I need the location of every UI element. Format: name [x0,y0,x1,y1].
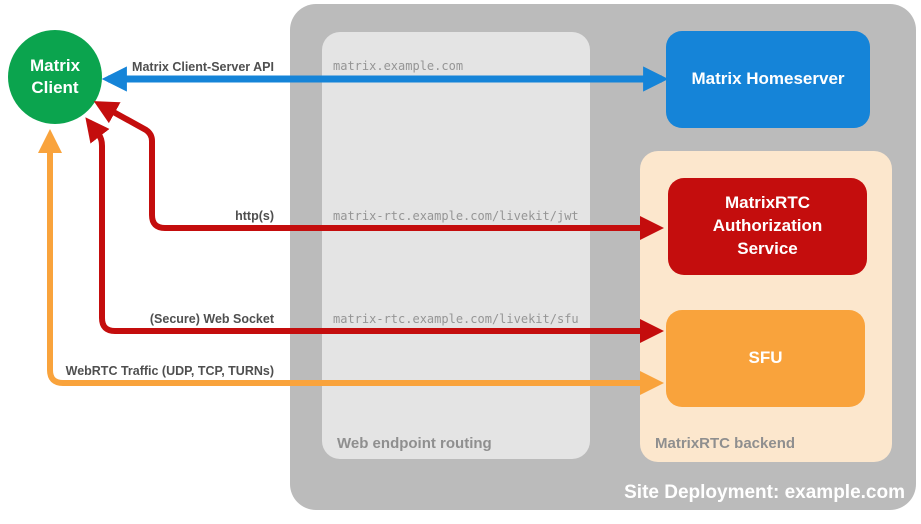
endpoint-url-homeserver: matrix.example.com [333,59,464,73]
endpoint-url-sfu: matrix-rtc.example.com/livekit/sfu [333,312,579,326]
web-endpoint-routing-container [322,32,590,459]
matrix-homeserver-label: Matrix Homeserver [691,69,845,89]
http-arrow-label: http(s) [235,209,274,223]
matrixrtc-authorization-service-label: MatrixRTC Authorization Service [712,193,823,258]
sfu-node: SFU [666,310,865,407]
web-endpoint-routing-caption: Web endpoint routing [337,435,492,452]
matrix-homeserver-node: Matrix Homeserver [666,31,870,128]
matrix-client-label: Matrix Client [29,55,81,97]
matrixrtc-backend-caption: MatrixRTC backend [655,435,796,452]
site-deployment-caption: Site Deployment: example.com [624,482,905,503]
sfu-label: SFU [748,348,783,368]
matrixrtc-authorization-service-node: MatrixRTC Authorization Service [668,178,867,275]
matrix-client-node: Matrix Client [8,30,102,124]
endpoint-url-jwt: matrix-rtc.example.com/livekit/jwt [333,209,579,223]
webrtc-traffic-arrow-label: WebRTC Traffic (UDP, TCP, TURNs) [65,364,274,378]
client-server-api-label: Matrix Client-Server API [132,60,274,74]
websocket-arrow-label: (Secure) Web Socket [149,312,274,326]
